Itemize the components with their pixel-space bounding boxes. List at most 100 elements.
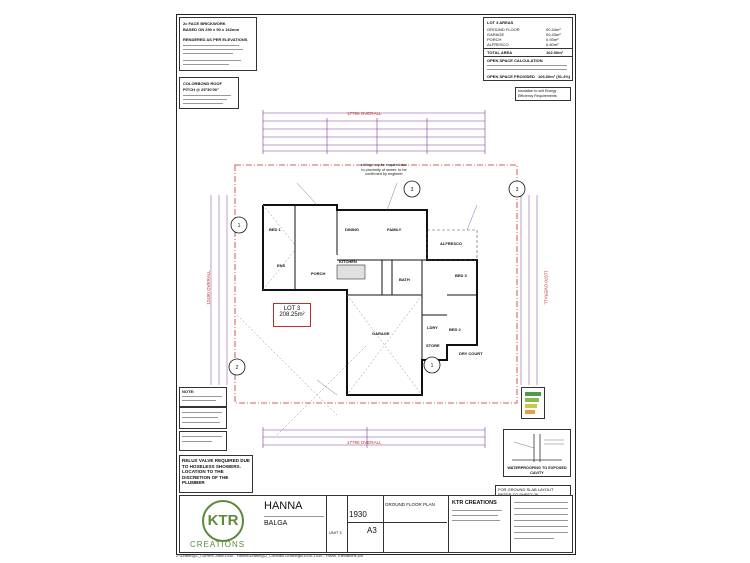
- lot-label-box: LOT 3 208.25m²: [273, 303, 311, 327]
- area-row-label: ALFRESCO: [487, 42, 509, 47]
- construction-scribble: [514, 520, 568, 521]
- side-dimension-lines: [210, 195, 538, 385]
- lot-areas-table: LOT 3 AREAS GROUND FLOOR 00.44m² GARAGE …: [483, 17, 573, 81]
- room-garage: GARAGE: [372, 331, 390, 336]
- brickwork-note-line3: RENDERED AS PER ELEVATIONS: [183, 37, 248, 42]
- title-block: KTR CREATIONS HANNA BALGA UNIT 3 1930 GR…: [179, 495, 573, 553]
- insulation-note: Insulation to suit Energy Efficiency Req…: [518, 89, 557, 98]
- svg-text:2: 2: [236, 365, 239, 371]
- construction-scribble: [514, 526, 568, 527]
- ground-slab-note: FOR GROUND SLAB LAYOUT REFER TO SHEET 08: [498, 487, 554, 497]
- top-dimension-lines: [263, 112, 485, 446]
- areas-divider: [484, 56, 572, 57]
- notes-scribble: [183, 60, 241, 61]
- client-name: HANNA: [264, 500, 303, 512]
- sheet-size: A3: [367, 526, 377, 535]
- notes-scribble: [183, 64, 229, 65]
- ceiling-note: ceiling may be required due to proximity…: [360, 163, 408, 177]
- annotation-leaders: [296, 182, 478, 396]
- roof-scribble: [183, 99, 227, 100]
- area-row-value: 00.43m²: [546, 32, 561, 37]
- section-marker-labels: 3 3 2 1 1: [236, 187, 519, 371]
- brickwork-note-line2: BASED ON 290 x 90 x 162mm: [183, 27, 240, 32]
- note-scribble: [182, 436, 222, 437]
- room-dining: DINING: [345, 227, 359, 232]
- company-name: KTR CREATIONS: [452, 500, 497, 506]
- note-scribble: [182, 422, 220, 423]
- left-note-box-1: NOTE:: [179, 387, 227, 407]
- interior-walls: [294, 205, 477, 360]
- notes-scribble: [183, 49, 243, 50]
- lot-area: 208.25m²: [279, 312, 305, 318]
- energy-rating-bar: [525, 398, 539, 402]
- svg-text:1: 1: [238, 223, 241, 229]
- area-row-label: PORCH: [487, 37, 502, 42]
- note-scribble: [182, 396, 222, 397]
- roof-scribble: [183, 95, 231, 96]
- room-kitchen: KITCHEN: [339, 259, 357, 264]
- kitchen-island: [336, 264, 366, 280]
- rlv-note: RELUX VALVE REQUIRED DUE TO HOSELESS SHO…: [182, 458, 250, 486]
- room-bed1: BED 1: [269, 227, 281, 232]
- construction-scribble: [514, 508, 568, 509]
- roof-hip-lines: [236, 204, 423, 436]
- job-info-grid: UNIT 3 1930 GROUND FLOOR PLAN A3: [326, 496, 447, 552]
- client-scribble: [264, 516, 324, 517]
- room-porch: PORCH: [311, 271, 326, 276]
- room-store: STORE: [426, 343, 440, 348]
- building-walls: [262, 204, 478, 396]
- lot-label: LOT 3: [283, 306, 301, 312]
- open-space-title: OPEN SPACE CALCULATION: [487, 58, 543, 63]
- unit-label: UNIT 3: [329, 530, 342, 535]
- side-dimension-right: 11970 OVERALL: [543, 270, 549, 305]
- overall-dimension-top: 17790 OVERALL: [347, 111, 382, 116]
- notes-scribble: [183, 53, 233, 54]
- rlv-note-box: RELUX VALVE REQUIRED DUE TO HOSELESS SHO…: [179, 455, 253, 493]
- area-row-value: 0.93m²: [546, 37, 559, 42]
- lot-boundary: [234, 164, 518, 404]
- roof-note-line1: COLORBOND ROOF: [183, 81, 222, 86]
- side-dimension-left: 12490 OVERALL: [205, 270, 211, 305]
- construction-scribble: [514, 514, 568, 515]
- svg-text:3: 3: [516, 187, 519, 193]
- logo-subtext: CREATIONS: [190, 540, 246, 549]
- brickwork-note-line1: 2c FACE BRICKWORK: [183, 21, 226, 26]
- construction-scribble: [514, 538, 554, 539]
- svg-text:1: 1: [431, 363, 434, 369]
- waterproof-note: WATERPROOFING TO EXPOSED CAVITY: [507, 466, 567, 475]
- energy-rating-bar: [525, 392, 541, 396]
- open-space-scribble: [487, 65, 567, 66]
- notes-scribble: [183, 45, 239, 46]
- area-total-label: TOTAL AREA: [487, 50, 513, 55]
- areas-divider: [484, 48, 572, 49]
- open-space-label: OPEN SPACE PROVIDED: [487, 74, 535, 79]
- sheet-title: GROUND FLOOR PLAN: [385, 502, 435, 507]
- energy-rating-badge: [521, 387, 545, 419]
- room-bed2: BED 2: [449, 327, 461, 332]
- overall-dimension-bottom: 17790 OVERALL: [347, 440, 382, 445]
- drawing-sheet: 2c FACE BRICKWORK BASED ON 290 x 90 x 16…: [176, 14, 576, 555]
- company-scribble: [452, 520, 500, 521]
- suburb-name: BALGA: [264, 520, 288, 527]
- svg-text:3: 3: [411, 187, 414, 193]
- company-logo: KTR CREATIONS: [184, 500, 258, 549]
- note-scribble: [182, 417, 218, 418]
- energy-rating-bar: [525, 410, 535, 414]
- alfresco-outline: [426, 229, 478, 261]
- left-note-box-2: [179, 407, 227, 429]
- area-row-value: 00.44m²: [546, 27, 561, 32]
- dimension-ticks: [262, 110, 486, 448]
- areas-title: LOT 3 AREAS: [487, 20, 514, 25]
- roof-scribble: [183, 103, 223, 104]
- logo-circle: KTR: [202, 500, 244, 542]
- construction-scribble: [514, 502, 568, 503]
- grid-divider: [347, 496, 348, 552]
- room-alfresco: ALFRESCO: [440, 241, 462, 246]
- room-bed3: BED 3: [455, 273, 467, 278]
- waterproof-detail-box: WATERPROOFING TO EXPOSED CAVITY: [503, 429, 571, 477]
- note-scribble: [182, 400, 216, 401]
- area-row-label: GROUND FLOOR: [487, 27, 520, 32]
- open-space-scribble: [487, 69, 567, 70]
- roof-notes-box: COLORBOND ROOF PITCH @ 25°30'00": [179, 77, 239, 109]
- room-ens: ENS: [277, 263, 286, 268]
